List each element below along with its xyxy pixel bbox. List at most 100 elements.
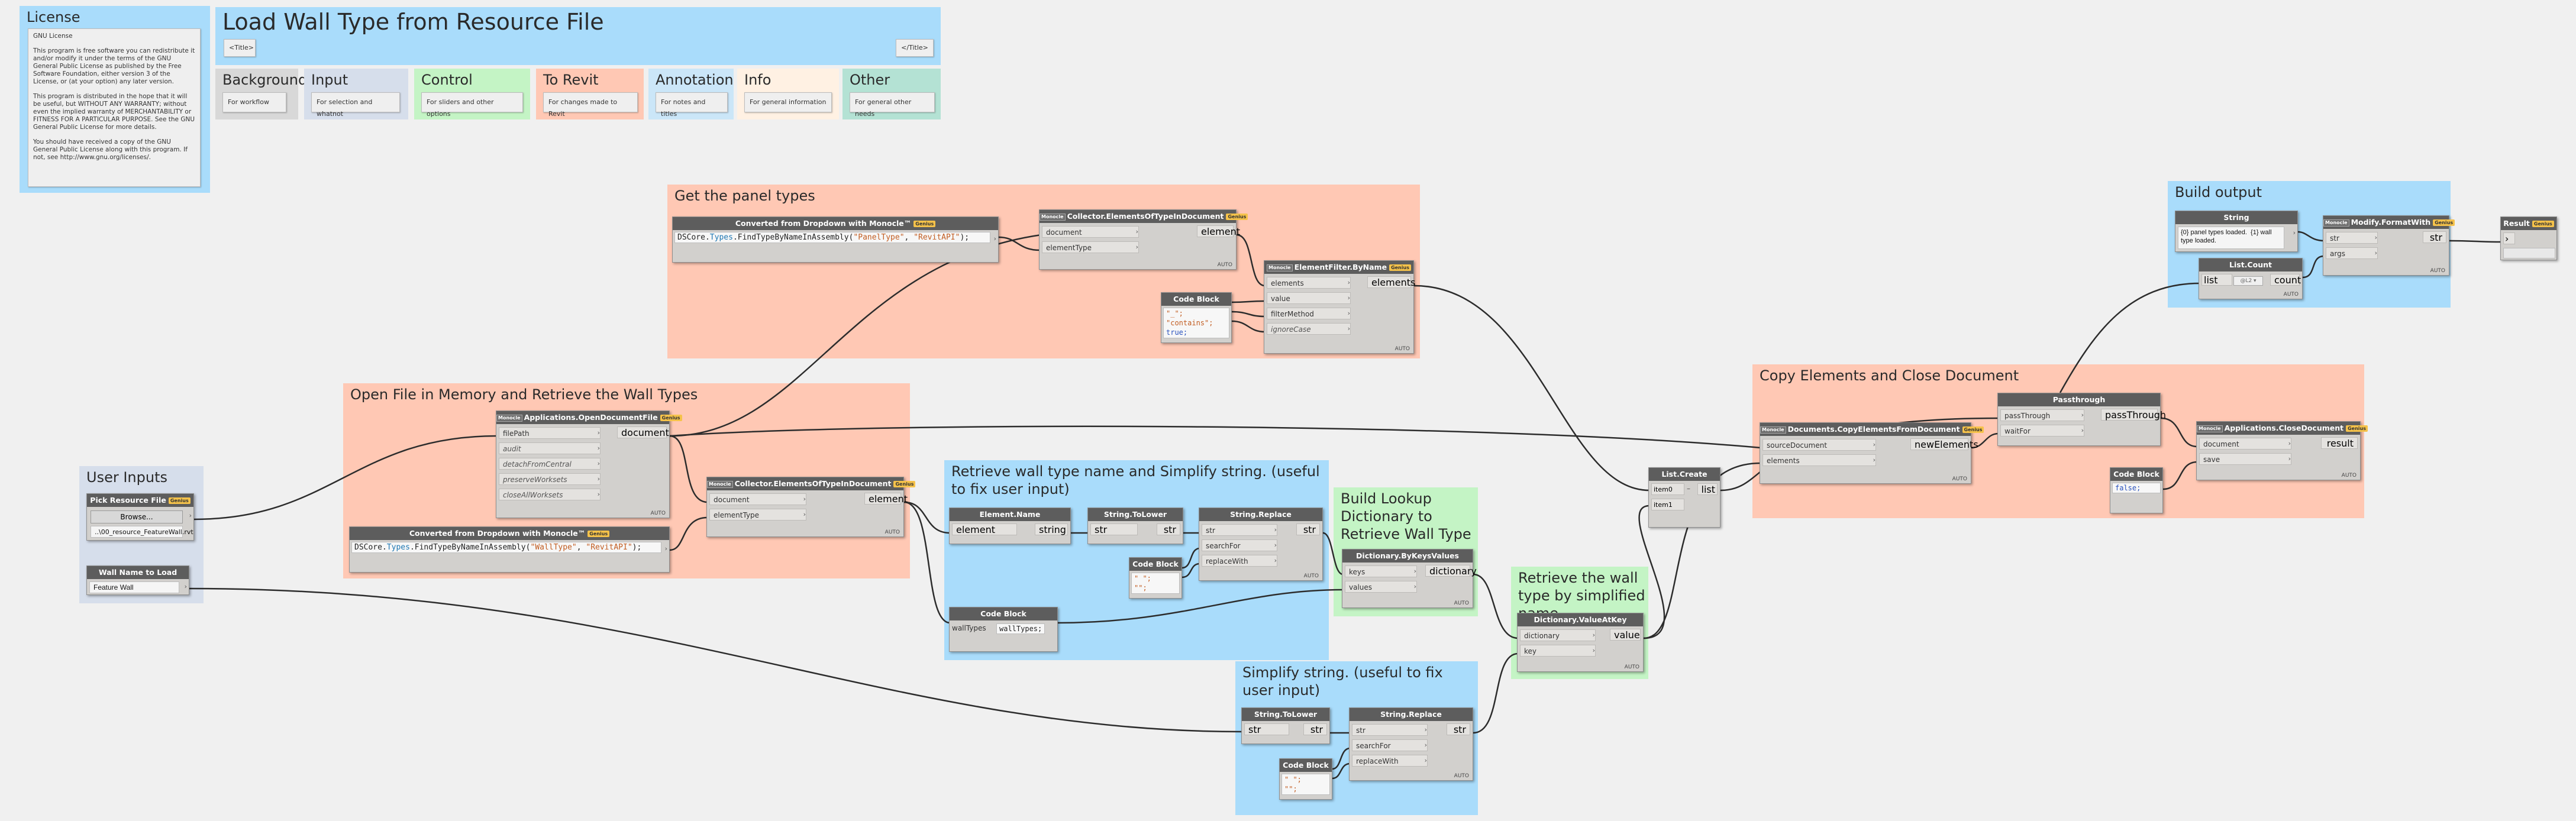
input-port-replacewith[interactable]: replaceWith <box>1352 755 1428 767</box>
output-port-icon[interactable]: › <box>2293 229 2296 237</box>
output-port-elements[interactable]: elements <box>1367 276 1415 288</box>
node-string-tolower[interactable]: String.ToLower str str <box>1087 508 1183 544</box>
input-port-filepath[interactable]: filePath <box>499 427 601 439</box>
node-string-replace[interactable]: String.Replace str› searchFor› replaceWi… <box>1199 508 1323 581</box>
input-port-element[interactable]: element <box>952 523 1017 535</box>
input-port-document[interactable]: document <box>2199 438 2291 450</box>
input-port-replacewith[interactable]: replaceWith <box>1202 555 1277 567</box>
input-port-str[interactable]: str <box>1352 724 1428 736</box>
code-editor[interactable]: wallTypes; <box>996 623 1045 634</box>
input-port-ignorecase[interactable]: ignoreCase <box>1267 323 1351 335</box>
code-editor[interactable]: " ";""; <box>1131 573 1180 594</box>
node-code-block-filter[interactable]: Code Block "_";"contains";true; <box>1161 292 1232 343</box>
list-level-dropdown[interactable]: @L2 ▾ <box>2233 276 2263 286</box>
input-port-elements[interactable]: elements <box>1267 277 1351 289</box>
input-port-document[interactable]: document <box>1042 226 1139 238</box>
output-port-document[interactable]: document <box>617 426 669 438</box>
browse-button[interactable]: Browse... <box>91 510 183 523</box>
input-port-keys[interactable]: keys <box>1345 565 1417 577</box>
input-port-save[interactable]: save <box>2199 453 2291 465</box>
output-port-icon[interactable]: › <box>184 583 187 590</box>
output-port-result[interactable]: result <box>2321 437 2358 449</box>
input-port-elementtype[interactable]: elementType <box>1042 241 1139 253</box>
input-port-key[interactable]: key <box>1520 645 1596 657</box>
node-string-replace-2[interactable]: String.Replace str› searchFor› replaceWi… <box>1349 707 1473 781</box>
input-port-str[interactable]: str <box>1090 523 1138 535</box>
output-port-newelements[interactable]: newElements <box>1910 438 1978 450</box>
remove-item-icon[interactable]: – <box>1687 484 1690 493</box>
code-editor[interactable]: " ";""; <box>1281 774 1330 795</box>
string-template-input[interactable]: {0} panel types loaded. {1} wall type lo… <box>2178 227 2284 249</box>
code-editor[interactable]: "_";"contains";true; <box>1163 308 1229 338</box>
node-code-block-space-2[interactable]: Code Block " ";""; <box>1279 758 1332 800</box>
node-code-block-walltypes[interactable]: Code Block wallTypes wallTypes; <box>949 607 1058 652</box>
output-port-element[interactable]: element <box>1197 225 1240 237</box>
output-port-str[interactable]: str <box>2423 231 2446 243</box>
input-port-values[interactable]: values <box>1345 581 1417 593</box>
input-port-filtermethod[interactable]: filterMethod <box>1267 308 1351 319</box>
input-port-elements[interactable]: elements <box>1762 454 1876 466</box>
output-port-str[interactable]: str <box>1296 523 1320 535</box>
node-element-name[interactable]: Element.Name element string <box>949 508 1071 544</box>
output-port-str[interactable]: str <box>1447 723 1470 735</box>
input-port-value[interactable]: value <box>1267 292 1351 304</box>
input-port-item0[interactable]: item0 <box>1651 483 1684 495</box>
output-port-value[interactable]: value <box>1610 629 1641 641</box>
input-port-preserve[interactable]: preserveWorksets <box>499 473 601 485</box>
output-port-string[interactable]: string <box>1035 523 1068 535</box>
node-dictionary-bykeysvalues[interactable]: Dictionary.ByKeysValues keys› values› di… <box>1342 549 1477 608</box>
input-port-args[interactable]: args <box>2326 247 2378 259</box>
input-port-sourcedocument[interactable]: sourceDocument <box>1762 439 1876 451</box>
node-string-tolower-2[interactable]: String.ToLower str str <box>1241 707 1330 744</box>
wall-name-input[interactable] <box>89 581 179 593</box>
output-port-list[interactable]: list <box>1697 483 1718 495</box>
input-port-waitfor[interactable]: waitFor <box>2000 425 2084 437</box>
node-passthrough[interactable]: Passthrough passThrough› waitFor› passTh… <box>1997 393 2166 446</box>
node-list-count[interactable]: List.Count list @L2 ▾ count AUTO <box>2199 258 2303 299</box>
output-port-icon[interactable]: › <box>189 512 192 519</box>
input-port-dictionary[interactable]: dictionary <box>1520 629 1596 641</box>
node-list-create[interactable]: List.Create item0 item1 – list <box>1648 467 1720 528</box>
node-code-block-space[interactable]: Code Block " ";""; <box>1129 557 1182 599</box>
code-editor[interactable]: false; <box>2112 483 2161 493</box>
input-port-item1[interactable]: item1 <box>1651 499 1684 510</box>
output-port-count[interactable]: count <box>2270 274 2301 286</box>
output-port-icon[interactable]: › <box>993 235 996 243</box>
input-port-document[interactable]: document <box>709 493 806 505</box>
input-port-detach[interactable]: detachFromCentral <box>499 458 601 470</box>
input-port-str[interactable]: str <box>1202 524 1277 536</box>
node-wall-name-to-load[interactable]: Wall Name to Load › <box>86 565 189 595</box>
node-dictionary-valueatkey[interactable]: Dictionary.ValueAtKey dictionary› key› v… <box>1517 613 1644 672</box>
code-editor[interactable]: DSCore.Types.FindTypeByNameInAssembly("W… <box>351 542 661 553</box>
input-port-audit[interactable]: audit <box>499 442 601 454</box>
code-editor[interactable]: DSCore.Types.FindTypeByNameInAssembly("P… <box>674 232 990 243</box>
output-port-element[interactable]: element <box>864 493 908 505</box>
output-port-str[interactable]: str <box>1303 723 1327 735</box>
output-port-icon[interactable]: › <box>664 545 667 552</box>
input-port-searchfor[interactable]: searchFor <box>1202 539 1277 551</box>
input-port-result[interactable]: › <box>2503 232 2515 244</box>
input-port-searchfor[interactable]: searchFor <box>1352 739 1428 751</box>
input-port-str[interactable]: str <box>2326 232 2378 244</box>
output-port-str[interactable]: str <box>1157 523 1180 535</box>
input-port-passthrough[interactable]: passThrough <box>2000 409 2084 421</box>
input-port-closeall[interactable]: closeAllWorksets <box>499 489 601 500</box>
input-port-str[interactable]: str <box>1244 723 1289 735</box>
node-code-block-false[interactable]: Code Block false; <box>2110 467 2163 513</box>
output-port-dictionary[interactable]: dictionary <box>1425 565 1477 577</box>
node-string-template[interactable]: String {0} panel types loaded. {1} wall … <box>2175 211 2298 252</box>
input-port-list[interactable]: list <box>2201 274 2232 286</box>
output-port-passthrough[interactable]: passThrough <box>2101 409 2166 421</box>
input-port-elementtype[interactable]: elementType <box>709 509 806 521</box>
